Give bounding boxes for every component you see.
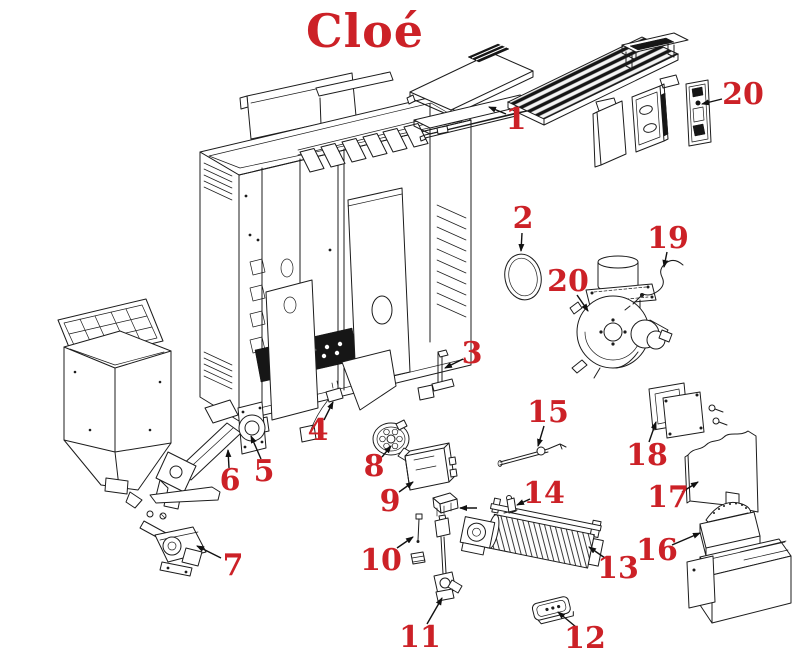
part-callout-20-19: 20	[722, 77, 764, 112]
stove-chassis-drawing	[199, 71, 517, 443]
gear-motor-drawing	[139, 510, 207, 577]
callout-arrow-16	[671, 532, 701, 546]
pellet-hopper-drawing	[63, 330, 172, 495]
callout-arrow-11	[426, 597, 443, 625]
part-callout-13-12: 13	[597, 551, 639, 586]
callout-arrow-4	[323, 401, 334, 421]
part-callout-9-8: 9	[379, 484, 401, 519]
callout-arrow-14	[516, 498, 531, 506]
screws	[708, 404, 728, 426]
part-callout-2-1: 2	[512, 201, 534, 236]
callout-arrow-20	[576, 294, 589, 312]
part-callout-19-18: 19	[647, 221, 689, 256]
diagram-title: Cloé	[306, 4, 425, 58]
tangential-fan-drawing	[459, 497, 604, 569]
back-panel-drawing	[684, 430, 759, 513]
cleaning-rod-drawing	[497, 443, 567, 467]
part-callout-15-14: 15	[527, 395, 569, 430]
callout-arrow-9	[398, 481, 414, 493]
part-callout-17-16: 17	[647, 480, 689, 515]
igniter-drawing	[433, 514, 463, 602]
auger-outlet-flange	[237, 401, 267, 455]
control-board-drawing	[404, 442, 458, 491]
display-panel-drawing	[685, 79, 712, 147]
callout-arrow-10	[396, 536, 414, 549]
part-callout-14-13: 14	[523, 476, 565, 511]
callout-arrow-12	[557, 611, 577, 628]
front-glass-panel	[347, 187, 411, 385]
callout-arrow-2	[518, 232, 525, 252]
control-panel-assembly-drawing	[592, 79, 712, 168]
ash-drawer-drawing	[686, 538, 792, 624]
right-wall-louvers	[436, 204, 467, 318]
callout-arrow-1	[488, 106, 507, 115]
part-callout-12-11: 12	[564, 621, 606, 654]
left-wall-louvers	[203, 162, 233, 390]
upper-back-panel-drawing	[239, 71, 400, 153]
mounting-strip-drawing	[125, 486, 221, 520]
ash-chute	[341, 349, 397, 411]
part-callout-20-20: 20	[547, 264, 589, 299]
exhaust-blower-drawing	[569, 255, 673, 379]
callout-arrow-15	[537, 425, 545, 447]
callout-arrow-6	[225, 449, 232, 469]
callout-arrow-19	[662, 251, 669, 268]
sensor-4-drawing	[309, 380, 344, 433]
callout-arrow-3	[444, 358, 464, 369]
thermocouple-drawing	[410, 513, 426, 565]
power-cable-drawing	[624, 259, 684, 311]
part-callout-8-7: 8	[363, 449, 385, 484]
part-callout-18-17: 18	[626, 438, 668, 473]
part-callout-16-15: 16	[636, 533, 678, 568]
part-callout-6-5: 6	[219, 463, 241, 498]
part-callout-3-2: 3	[461, 336, 483, 371]
part-callout-1-0: 1	[505, 102, 527, 137]
callout-arrow-17	[681, 481, 699, 493]
part-callout-4-3: 4	[307, 413, 329, 448]
panel-holes	[249, 258, 294, 354]
oring-gasket-drawing	[504, 253, 542, 301]
part-callout-5-4: 5	[253, 454, 275, 489]
inspection-plates-drawing	[648, 382, 728, 439]
callout-arrow-8	[381, 445, 392, 458]
callout-arrow-20	[701, 98, 723, 106]
part-callout-10-9: 10	[360, 543, 402, 578]
burn-pot-drawing	[699, 501, 761, 557]
callout-arrow-5	[250, 435, 262, 460]
firebox-door-panel	[265, 279, 319, 421]
part-callout-7-6: 7	[222, 548, 244, 583]
bracket-14-drawing	[503, 495, 518, 514]
part-callout-11-10: 11	[399, 620, 441, 654]
bracket-3-drawing	[431, 349, 455, 392]
callout-arrow-13	[588, 546, 606, 559]
callout-arrows	[196, 98, 723, 628]
relay-drawing	[432, 492, 459, 517]
callout-arrow-18	[648, 421, 657, 443]
callout-arrow-7	[196, 545, 222, 559]
